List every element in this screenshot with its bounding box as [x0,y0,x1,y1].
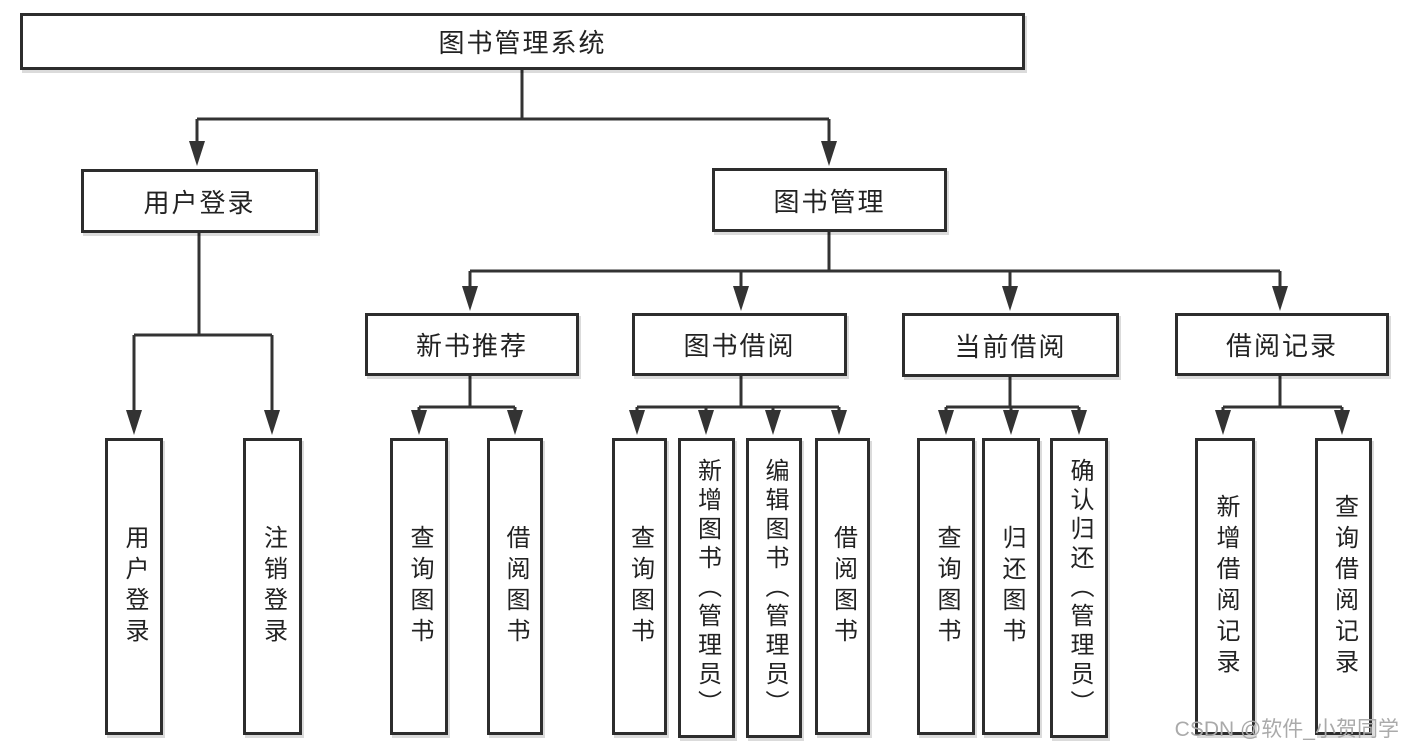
node-book-management-label: 图书管理 [773,186,886,217]
leaf-query-books-current: 查询图书 [917,438,975,735]
leaf-borrow-books-borrowing: 借阅图书 [815,438,870,735]
leaf-query-books-borrowing-label: 查询图书 [626,524,654,649]
node-current-borrowing: 当前借阅 [902,313,1119,377]
leaf-return-books-label: 归还图书 [998,524,1025,649]
node-library-system: 图书管理系统 [20,13,1025,70]
node-user-login-label: 用户登录 [143,187,256,218]
leaf-query-books-recommend-label: 查询图书 [406,524,433,649]
leaf-add-borrow-record-label: 新增借阅记录 [1212,493,1239,680]
node-user-login: 用户登录 [81,169,318,233]
leaf-query-books-recommend: 查询图书 [390,438,448,735]
leaf-user-login-label: 用户登录 [121,524,148,649]
leaf-user-login: 用户登录 [105,438,163,735]
leaf-query-borrow-record-label: 查询借阅记录 [1330,493,1358,680]
node-current-borrowing-label: 当前借阅 [954,331,1067,362]
node-borrow-records-label: 借阅记录 [1225,331,1338,361]
leaf-borrow-books-recommend: 借阅图书 [487,438,543,735]
connector-segments [132,70,1344,412]
leaf-edit-books-admin: 编辑图书（管理员） [746,438,802,738]
leaf-query-borrow-record: 查询借阅记录 [1315,438,1372,735]
node-book-borrowing-label: 图书借阅 [683,331,796,361]
arrowheads [126,141,1350,435]
leaf-confirm-return-admin-label: 确认归还（管理员） [1066,457,1093,719]
node-new-book-recommend: 新书推荐 [365,313,579,376]
leaf-query-books-current-label: 查询图书 [933,524,960,649]
leaf-edit-books-admin-label: 编辑图书（管理员） [761,457,788,719]
leaf-add-borrow-record: 新增借阅记录 [1195,438,1255,735]
node-book-borrowing: 图书借阅 [632,313,847,376]
leaf-borrow-books-borrowing-label: 借阅图书 [829,524,857,649]
leaf-borrow-books-recommend-label: 借阅图书 [502,524,529,649]
leaf-return-books: 归还图书 [982,438,1040,735]
leaf-add-books-admin-label: 新增图书（管理员） [693,457,721,719]
watermark: CSDN @软件_小贺同学 [1174,718,1399,741]
node-book-management: 图书管理 [712,168,947,232]
leaf-query-books-borrowing: 查询图书 [612,438,667,735]
leaf-confirm-return-admin: 确认归还（管理员） [1050,438,1108,738]
leaf-logout: 注销登录 [243,438,302,735]
leaf-add-books-admin: 新增图书（管理员） [678,438,735,738]
leaf-logout-label: 注销登录 [259,524,287,649]
node-library-system-label: 图书管理系统 [438,28,607,58]
node-borrow-records: 借阅记录 [1175,313,1389,376]
node-new-book-recommend-label: 新书推荐 [415,331,528,361]
